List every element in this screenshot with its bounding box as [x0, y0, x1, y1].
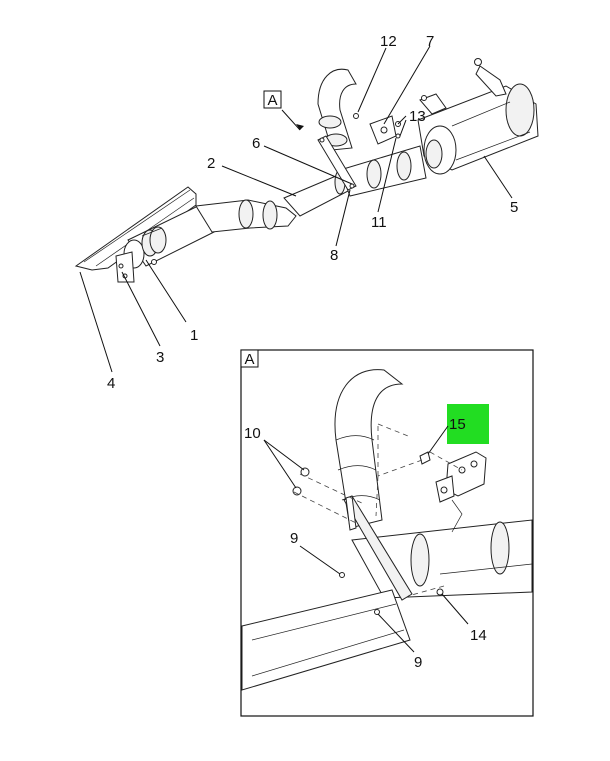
- detail-isolator-bracket: [435, 451, 487, 533]
- callout-9-upper: 9: [290, 530, 298, 547]
- callout-9-lower: 9: [414, 654, 422, 671]
- callout-6: 6: [252, 135, 260, 152]
- main-leaders: [79, 45, 513, 373]
- main-assembly-view: A: [74, 33, 539, 392]
- front-pipe: [123, 205, 215, 269]
- callout-3: 3: [156, 349, 164, 366]
- hanger-bracket: [317, 135, 357, 191]
- callout-1: 1: [190, 327, 198, 344]
- view-a-tag[interactable]: A: [263, 90, 304, 131]
- center-pipe: [339, 145, 427, 197]
- callout-13: 13: [409, 108, 426, 125]
- muffler: [417, 83, 539, 175]
- callout-10: 10: [244, 425, 261, 442]
- muffler-hanger: [419, 58, 507, 115]
- bolt-15: [419, 451, 431, 465]
- detail-a-view: A: [240, 349, 534, 717]
- detail-a-label: A: [244, 351, 254, 368]
- callout-14: 14: [470, 627, 487, 644]
- callout-12: 12: [380, 33, 397, 50]
- bolt-9b: [374, 609, 380, 615]
- heat-shield: [74, 186, 197, 271]
- view-a-label: A: [267, 92, 277, 109]
- nut-14: [436, 588, 444, 596]
- elbow-pipe: [317, 68, 357, 151]
- mid-bracket: [353, 113, 401, 145]
- washer-10a: [300, 467, 310, 477]
- detail-fasteners: [292, 451, 444, 615]
- callout-8: 8: [330, 247, 338, 264]
- highlight-box-15[interactable]: [447, 404, 489, 444]
- bolt-9a: [339, 572, 345, 578]
- callout-2: 2: [207, 155, 215, 172]
- detail-alignment-lines: [293, 423, 463, 597]
- washer-10b: [292, 486, 302, 496]
- callout-5: 5: [510, 199, 518, 216]
- detail-elbow-pipe: [334, 369, 404, 529]
- callout-7: 7: [426, 33, 434, 50]
- callout-11: 11: [371, 214, 387, 231]
- detail-leaders: [263, 425, 469, 653]
- callout-15[interactable]: 15: [449, 416, 466, 433]
- detail-lower-pipe: [241, 589, 411, 691]
- callout-4: 4: [107, 375, 115, 392]
- intermediate-pipe: [195, 169, 351, 233]
